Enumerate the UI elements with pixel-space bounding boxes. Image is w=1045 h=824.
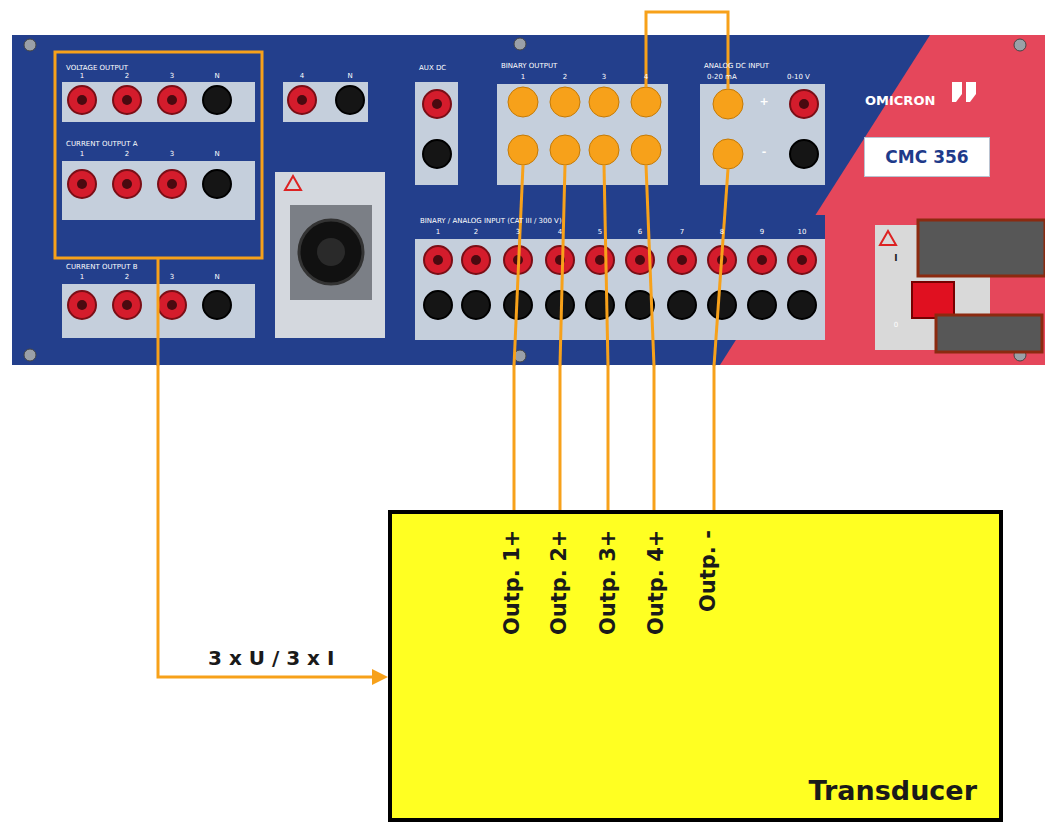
front-panel [12, 35, 1045, 365]
generator-connector [299, 220, 363, 284]
socket-number: 2 [563, 74, 567, 82]
warning-symbol [285, 176, 301, 190]
power-switch [912, 282, 954, 318]
model-plate: CMC 356 [864, 137, 990, 177]
socket-number: 0 [894, 322, 898, 330]
test-set-panel: OMICRON CMC 356 [12, 35, 1045, 365]
socket-number: 9 [760, 229, 764, 237]
test-lead [714, 365, 715, 510]
socket-number: 4 [644, 74, 648, 82]
panel-label: 0-10 V [787, 74, 810, 82]
socket-number: 1 [80, 151, 84, 159]
test-lead [654, 365, 655, 510]
transducer-box: Transducer [388, 510, 1003, 822]
socket-number: N [214, 73, 219, 81]
brand-name: OMICRON [865, 94, 935, 108]
cover-block [918, 220, 1045, 276]
socket-number: 3 [602, 74, 606, 82]
socket-number: 2 [125, 274, 129, 282]
screws [24, 38, 1026, 362]
panel-label: ANALOG DC INPUT [704, 63, 769, 71]
generator-connector-panel [275, 172, 385, 338]
lead-line [607, 365, 610, 510]
panel-label: AUX DC [419, 65, 446, 73]
socket-number: 5 [598, 229, 602, 237]
socket-number: 4 [558, 229, 562, 237]
highlighted-sockets [508, 87, 743, 169]
pin-name: Outp. 2+ [548, 530, 571, 635]
pin-name: Outp. 4+ [645, 530, 668, 635]
warning-symbol [880, 231, 896, 245]
test-lead [608, 365, 609, 510]
socket-number: 3 [170, 151, 174, 159]
panel-label: CURRENT OUTPUT A [66, 141, 137, 149]
switch-mark: I [894, 254, 897, 264]
lead-line [713, 365, 716, 510]
test-lead [158, 365, 388, 685]
model-name: CMC 356 [885, 148, 968, 167]
test-lead [514, 365, 515, 510]
lead-line [559, 365, 562, 510]
socket-number: 3 [516, 229, 520, 237]
socket-panels [62, 60, 825, 340]
lead-line [513, 365, 516, 510]
socket-number: 2 [125, 151, 129, 159]
socket-number: 1 [80, 73, 84, 81]
pin-name: Outp. 3+ [597, 530, 620, 635]
panel-label: CURRENT OUTPUT B [66, 264, 137, 272]
panel-label: VOLTAGE OUTPUT [66, 65, 128, 73]
signal-label: 3 x U / 3 x I [208, 647, 334, 669]
panel-label: 0-20 mA [707, 74, 737, 82]
socket-number: N [214, 274, 219, 282]
lead-line [653, 365, 656, 510]
pin-name: Outp. - [697, 530, 720, 612]
header-bands [62, 60, 825, 284]
socket-number: 2 [125, 73, 129, 81]
polarity-mark: + [759, 96, 768, 108]
socket-number: 7 [680, 229, 684, 237]
lead-line [158, 365, 374, 677]
socket-number: 2 [474, 229, 478, 237]
socket-number: N [347, 73, 352, 81]
socket-number: N [214, 151, 219, 159]
socket-number: 10 [798, 229, 807, 237]
socket-number: 1 [80, 274, 84, 282]
cover-block [936, 315, 1042, 352]
panel-label: BINARY / ANALOG INPUT (CAT III / 300 V) [420, 218, 562, 226]
polarity-mark: - [762, 146, 767, 158]
generator-connector-frame [290, 205, 372, 300]
panel-label: BINARY OUTPUT [501, 63, 557, 71]
red-sockets [68, 86, 818, 319]
logo-mark [952, 82, 976, 102]
socket-number: 3 [170, 73, 174, 81]
socket-number: 3 [170, 274, 174, 282]
pin-name: Outp. 1+ [501, 530, 524, 635]
socket-number: 1 [521, 74, 525, 82]
test-lead [560, 365, 561, 510]
device-name: Transducer [809, 776, 977, 806]
socket-number: 1 [436, 229, 440, 237]
socket-number: 4 [300, 73, 304, 81]
generator-connector-core [317, 238, 345, 266]
arrow-head [372, 669, 388, 685]
socket-number: 6 [638, 229, 642, 237]
test-leads [55, 12, 728, 366]
socket-number: 8 [720, 229, 724, 237]
